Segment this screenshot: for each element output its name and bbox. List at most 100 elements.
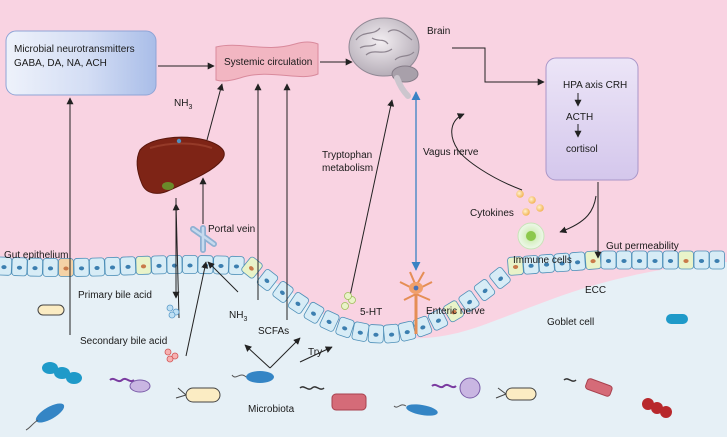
bacteria-chain-blue-icon (42, 362, 82, 384)
epithelial-cell (600, 250, 617, 270)
tryptophan-label-line1: Tryptophan (322, 150, 372, 161)
pathway-arrows (66, 47, 602, 369)
five-ht-label: 5-HT (360, 307, 382, 318)
bacteria-chain-red-icon (642, 398, 672, 418)
epithelial-cell (150, 255, 168, 275)
immune-cells-label: Immune cells (513, 255, 572, 266)
epithelial-cell (616, 250, 632, 270)
epithelial-cell (182, 255, 198, 274)
secondary-bile-acid-molecule-icon (164, 348, 179, 363)
epithelial-cell (553, 252, 571, 273)
secondary-bile-acid-label: Secondary bile acid (80, 336, 167, 347)
epithelial-cell (58, 258, 74, 277)
epithelial-cell (678, 250, 694, 270)
hpa-axis-box: HPA axis CRH ACTH cortisol (545, 57, 639, 181)
epithelial-cell (443, 300, 464, 323)
epithelial-cell (427, 309, 449, 331)
epithelial-cell (11, 257, 28, 277)
epithelial-cell (507, 256, 524, 276)
gut-epithelium-label: Gut epithelium (4, 250, 68, 261)
epithelial-cell (412, 315, 433, 338)
cytokines-icon (516, 190, 544, 216)
epithelial-cell (319, 310, 340, 332)
microbial-nt-list: GABA, DA, NA, ACH (14, 58, 107, 69)
bacteria-spirillum-purple-2-icon (431, 377, 481, 399)
nh3-bottom-label: NH3 (229, 310, 247, 323)
epithelial-cell (335, 316, 355, 338)
cytokines-label: Cytokines (470, 208, 514, 219)
epithelial-cell (584, 250, 602, 270)
epithelial-cell (272, 281, 294, 303)
enteric-nerve-icon (399, 271, 433, 334)
epithelial-cell (42, 257, 59, 277)
scfas-label: SCFAs (258, 326, 289, 337)
goblet-cell-label: Goblet cell (547, 317, 594, 328)
microbiota-label: Microbiota (248, 404, 295, 415)
epithelial-cell (397, 320, 417, 342)
bacteria-rod-pink-icon (299, 386, 367, 411)
gut-lumen (0, 262, 727, 437)
epithelial-cell (522, 255, 540, 275)
gut-permeability-label: Gut permeability (606, 241, 679, 252)
epithelial-cell (367, 324, 385, 344)
nh3-top-label: NH3 (174, 98, 192, 111)
epithelial-cell (303, 301, 325, 324)
bacteria-flagellated-blue-2-icon (25, 403, 65, 431)
liver-icon (136, 136, 225, 194)
epithelial-cell (569, 251, 586, 272)
portal-vein-icon (190, 225, 217, 253)
brain-icon (348, 17, 420, 99)
portal-vein-label: Portal vein (208, 224, 255, 235)
systemic-circulation-label: Systemic circulation (224, 57, 312, 68)
cortisol-label: cortisol (566, 144, 598, 155)
brain-label: Brain (427, 26, 450, 37)
acth-label: ACTH (566, 112, 593, 123)
primary-bile-acid-label: Primary bile acid (78, 290, 152, 301)
epithelial-cell (73, 257, 90, 277)
microbial-nt-title: Microbial neurotransmitters (14, 44, 135, 55)
enteric-nerve-label: Enteric nerve (426, 306, 485, 317)
epithelial-cell (135, 255, 152, 275)
epithelial-cell (709, 250, 725, 270)
epithelial-cell (538, 253, 555, 274)
ecc-label: ECC (585, 285, 606, 296)
bacteria-flagellated-blue-3-icon (393, 404, 438, 416)
epithelial-cell (104, 256, 121, 277)
immune-cell-icon (517, 222, 545, 250)
try-label: Try (308, 347, 322, 358)
epithelial-cell (693, 250, 710, 270)
epithelial-cell (489, 267, 511, 289)
bacteria-blue-pill-icon (666, 314, 688, 324)
epithelial-cell (631, 250, 648, 270)
epithelial-cell (383, 323, 400, 344)
gut-epithelium-cell-layer (0, 250, 725, 344)
hpa-axis-label: HPA axis CRH (563, 80, 627, 91)
epithelial-cell (473, 279, 496, 301)
epithelial-cell (166, 255, 183, 275)
bacteria-rod-yellow-3-icon (37, 304, 65, 316)
vagus-nerve-label: Vagus nerve (423, 147, 479, 158)
primary-bile-acid-molecule-icon (166, 304, 180, 319)
epithelial-cell (88, 257, 106, 277)
epithelial-cell (662, 250, 679, 270)
systemic-circulation-box: Systemic circulation (215, 41, 319, 82)
tryptophan-label-line2: metabolism (322, 163, 373, 174)
epithelial-cell (228, 255, 245, 276)
epithelial-cell (458, 290, 480, 313)
epithelial-cell (119, 256, 137, 276)
epithelial-cell (351, 321, 370, 342)
epithelial-cell (0, 256, 13, 276)
serotonin-granules-icon (341, 292, 356, 310)
epithelial-cell (256, 269, 279, 291)
epithelial-cell (647, 250, 663, 270)
microbiota-bacteria-icons (25, 304, 688, 431)
bacteria-rod-yellow-2-icon (495, 387, 537, 401)
bacteria-rod-yellow-icon (175, 387, 221, 403)
bacteria-rod-pink-2-icon (563, 378, 613, 397)
epithelial-cell (26, 257, 44, 277)
epithelial-cell (212, 255, 230, 275)
bacteria-spirillum-purple-icon (109, 377, 151, 393)
microbial-neurotransmitters-box: Microbial neurotransmitters GABA, DA, NA… (5, 30, 157, 96)
